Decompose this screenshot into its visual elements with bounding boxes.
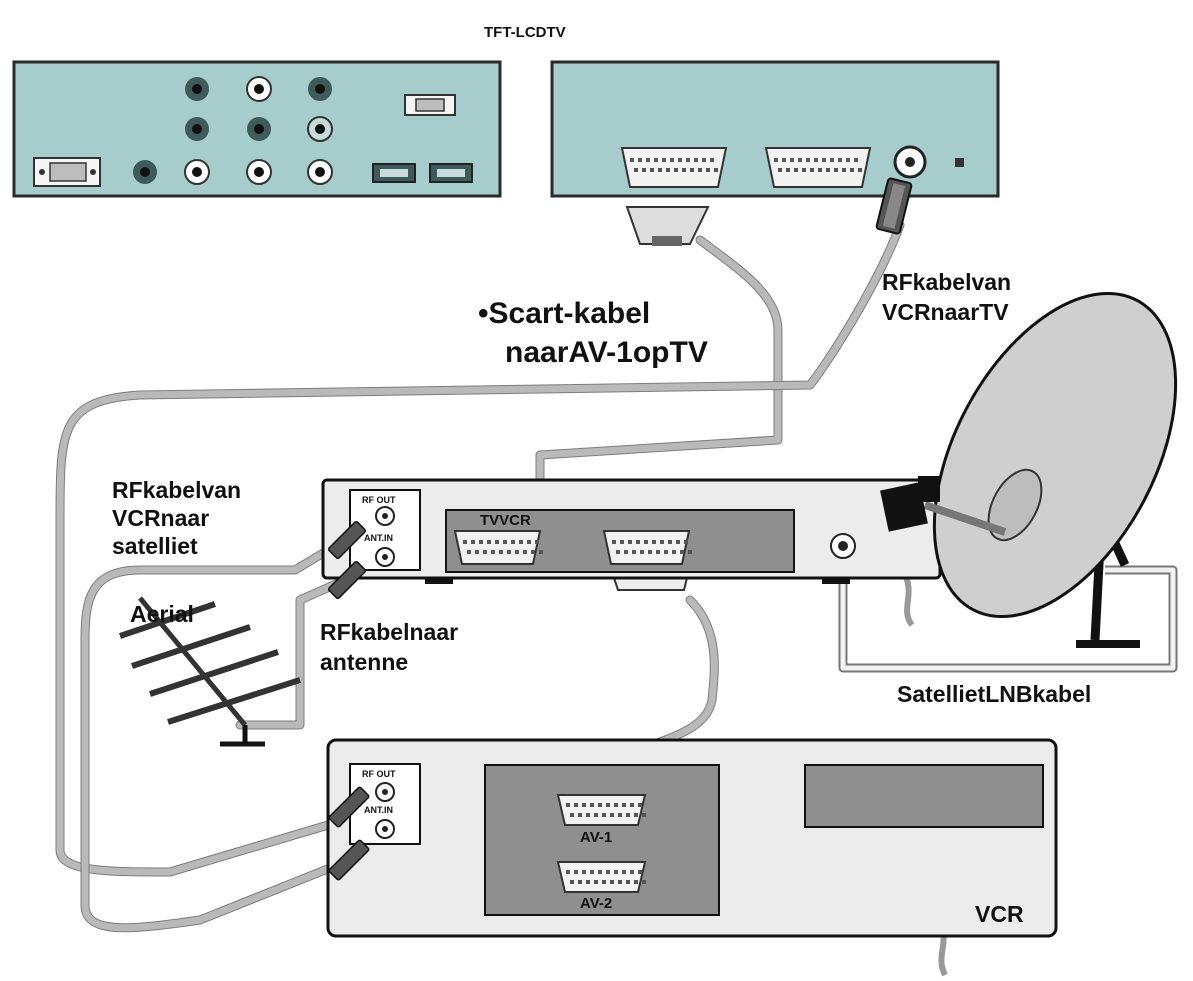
sat-tvvcr-label: TVVCR	[480, 512, 531, 529]
rf-vcr-tv-label-line2: VCRnaarTV	[882, 299, 1009, 325]
tv-scart-2	[764, 147, 872, 188]
tv-antenna-socket	[893, 145, 927, 179]
rf-vcr-tv-label-line1: RFkabelvan	[882, 269, 1011, 295]
vcr-rf-out-label: RF OUT	[362, 769, 396, 779]
vcr-ant-in-label: ANT.IN	[364, 805, 393, 815]
satellite-receiver: RF OUT ANT.IN TVVCR	[321, 478, 942, 584]
rca-jacks	[133, 76, 333, 185]
tv-right-panel	[550, 60, 1000, 198]
tv-title: TFT-LCDTV	[484, 24, 566, 41]
sat-rf-out-label: RF OUT	[362, 495, 396, 505]
aerial-label: Aerial	[130, 601, 194, 627]
vga-port	[33, 157, 101, 187]
tv-indicator	[955, 158, 964, 167]
lnb-cable-label: SatellietLNBkabel	[897, 681, 1091, 707]
serial-port	[404, 94, 456, 116]
tv-left-panel	[12, 60, 502, 198]
vcr-rf-plugs	[327, 520, 370, 881]
vcr-label: VCR	[975, 901, 1024, 927]
satellite-dish-icon	[880, 292, 1178, 648]
sat-ant-in-label: ANT.IN	[364, 533, 393, 543]
rf-antenna-label-line1: RFkabelnaar	[320, 619, 458, 645]
vcr-av2-label: AV-2	[580, 895, 612, 912]
rf-vcr-sat-label-line1: RFkabelvan	[112, 477, 241, 503]
rf-vcr-sat-label-line2: VCRnaar	[112, 505, 209, 531]
rf-vcr-sat-label-line3: satelliet	[112, 533, 198, 559]
rf-antenna-label-line2: antenne	[320, 649, 408, 675]
aerial-antenna-icon	[119, 596, 301, 747]
hdmi-ports	[372, 163, 473, 183]
vcr-av1-label: AV-1	[580, 829, 612, 846]
vcr-device: RF OUT ANT.IN AV-1 AV-2 VCR	[326, 738, 1058, 938]
scart-cable-label-line2: naarAV-1opTV	[505, 336, 708, 369]
scart-cable-label-line1: •Scart-kabel	[478, 297, 650, 330]
tv-scart-1	[620, 147, 728, 188]
